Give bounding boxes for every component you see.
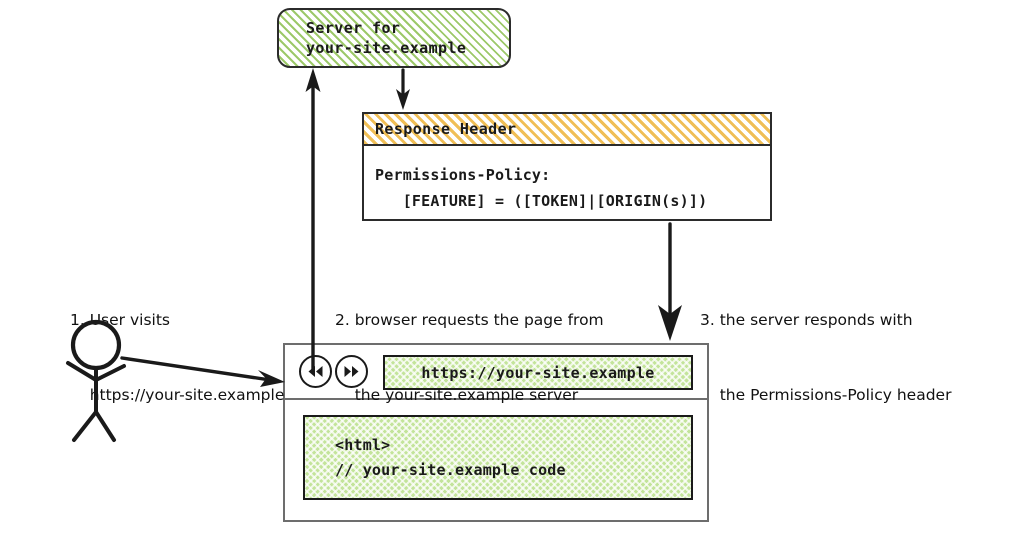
url-text: https://your-site.example — [421, 363, 655, 382]
server-line-2: your-site.example — [306, 39, 467, 57]
page-code-line-2: // your-site.example code — [335, 460, 566, 479]
annotation-step-2-line-1: 2. browser requests the page from — [335, 311, 604, 329]
annotation-step-3-line-2: the Permissions-Policy header — [700, 386, 952, 404]
page-code-line-1: <html> — [335, 435, 391, 454]
fast-forward-glyph — [344, 366, 359, 377]
rewind-back-icon[interactable] — [299, 355, 332, 388]
annotation-step-3: 3. the server responds with the Permissi… — [700, 258, 951, 458]
annotation-step-1-line-1: 1. User visits — [70, 311, 170, 329]
server-box: Server for your-site.example — [277, 8, 511, 68]
arrow-server-to-response-header — [396, 68, 410, 110]
browser-toolbar: https://your-site.example — [285, 345, 707, 400]
annotation-step-1: 1. User visits https://your-site.example — [70, 258, 284, 458]
response-header-body: Permissions-Policy: [FEATURE] = ([TOKEN]… — [364, 146, 770, 214]
fast-forward-icon[interactable] — [335, 355, 368, 388]
arrow-response-header-to-browser — [658, 222, 682, 341]
annotation-step-2: 2. browser requests the page from the yo… — [335, 258, 604, 458]
server-line-1: Server for — [306, 19, 401, 37]
url-address-bar[interactable]: https://your-site.example — [383, 355, 693, 390]
response-header-title-text: Response Header — [375, 120, 517, 138]
browser-window: https://your-site.example <html> // your… — [283, 343, 709, 522]
annotation-step-2-line-2: the your-site.example server — [335, 386, 579, 404]
page-content-area: <html> // your-site.example code — [303, 415, 693, 500]
response-header-box: Response Header Permissions-Policy: [FEA… — [362, 112, 772, 221]
permissions-policy-value: [FEATURE] = ([TOKEN]|[ORIGIN(s)]) — [375, 192, 708, 210]
annotation-step-3-line-1: 3. the server responds with — [700, 311, 913, 329]
response-header-title-bar: Response Header — [364, 114, 770, 146]
annotation-step-1-line-2: https://your-site.example — [70, 386, 285, 404]
permissions-policy-key: Permissions-Policy: — [375, 166, 551, 184]
rewind-back-glyph — [308, 366, 323, 377]
arrow-browser-to-server — [305, 68, 321, 374]
